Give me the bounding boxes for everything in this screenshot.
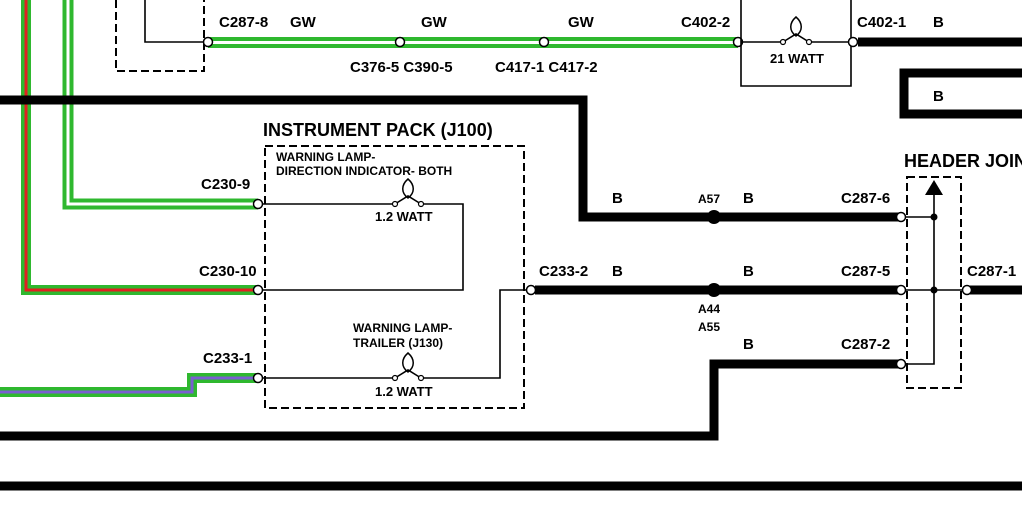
lamp-trailer <box>262 289 531 382</box>
gv-wire-c233-1 <box>0 373 258 397</box>
arrow-up-icon <box>925 180 943 195</box>
label-c287-8: C287-8 <box>219 14 268 31</box>
b-wire-lower-path <box>0 359 900 441</box>
label-c287-5: C287-5 <box>841 263 890 280</box>
label-b-row2-a: B <box>612 263 623 280</box>
label-lamp2-watt: 1.2 WATT <box>375 384 433 399</box>
instrument-pack-box <box>264 145 525 409</box>
label-b-row1-a: B <box>612 190 623 207</box>
label-b-row1-b: B <box>743 190 754 207</box>
terminal-c287-2 <box>895 358 907 370</box>
label-lamp1-line2: DIRECTION INDICATOR- BOTH <box>276 164 452 178</box>
instrument-pack-title: INSTRUMENT PACK (J100) <box>263 120 493 140</box>
label-a55: A55 <box>698 320 720 334</box>
label-c287-6: C287-6 <box>841 190 890 207</box>
label-c402-1: C402-1 <box>857 14 906 31</box>
terminal-c402-1 <box>847 36 859 48</box>
splice-a57 <box>707 210 721 224</box>
label-b-top-right: B <box>933 14 944 31</box>
label-lamp2-line2: TRAILER (J130) <box>353 336 443 350</box>
terminal-c287-5 <box>895 284 907 296</box>
terminal-c233-1 <box>252 372 264 384</box>
terminal-c287-8 <box>202 36 214 48</box>
bulb-icon <box>402 352 414 373</box>
header-joint-title: HEADER JOINT <box>904 151 1022 171</box>
label-a57: A57 <box>698 192 720 206</box>
gw-wire-c230-9 <box>62 0 258 210</box>
label-splice-2: C417-1 C417-2 <box>495 59 598 76</box>
label-a44: A44 <box>698 302 720 316</box>
label-lamp1-watt: 1.2 WATT <box>375 209 433 224</box>
terminal-c233-2 <box>525 284 537 296</box>
splice-c417-1-c417-2 <box>538 36 550 48</box>
label-b-right-box: B <box>933 88 944 105</box>
label-c233-2: C233-2 <box>539 263 588 280</box>
label-splice-1: C376-5 C390-5 <box>350 59 453 76</box>
terminal-c287-1 <box>961 284 973 296</box>
splice-a44 <box>707 283 721 297</box>
top-left-component-box <box>115 0 208 72</box>
label-c230-9: C230-9 <box>201 176 250 193</box>
b-wire-right-loop <box>899 68 1022 119</box>
bulb-icon <box>790 16 802 37</box>
splice-c376-5-c390-5 <box>394 36 406 48</box>
label-c230-10: C230-10 <box>199 263 257 280</box>
label-b-row3: B <box>743 336 754 353</box>
label-gw-1: GW <box>290 14 317 31</box>
label-c402-2: C402-2 <box>681 14 730 31</box>
label-21-watt: 21 WATT <box>770 51 824 66</box>
header-joint <box>904 176 965 389</box>
label-lamp1-line1: WARNING LAMP- <box>276 150 375 164</box>
lamp-21-watt <box>740 0 852 87</box>
terminal-c230-10 <box>252 284 264 296</box>
b-wire-upper-path <box>0 95 900 222</box>
lamp-direction-indicator <box>262 178 464 291</box>
label-gw-2: GW <box>421 14 448 31</box>
gw-wire-top <box>208 37 738 48</box>
label-c233-1: C233-1 <box>203 350 252 367</box>
label-gw-3: GW <box>568 14 595 31</box>
label-lamp2-line1: WARNING LAMP- <box>353 321 452 335</box>
label-b-row2-b: B <box>743 263 754 280</box>
label-c287-1: C287-1 <box>967 263 1016 280</box>
terminal-c230-9 <box>252 198 264 210</box>
terminal-c287-6 <box>895 211 907 223</box>
bulb-icon <box>402 178 414 199</box>
label-c287-2: C287-2 <box>841 336 890 353</box>
